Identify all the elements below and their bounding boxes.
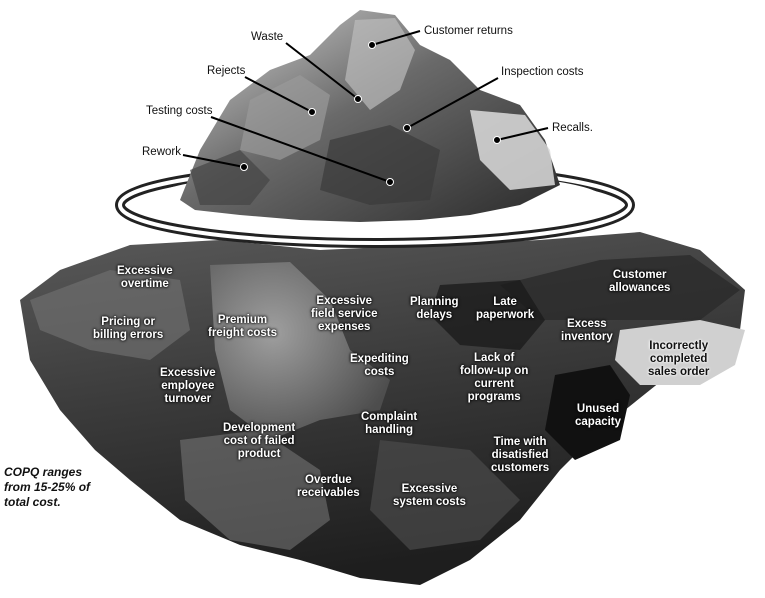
label-rejects: Rejects: [207, 65, 246, 77]
label-complaint-handling: Complaint handling: [361, 411, 418, 436]
label-failed-product-cost: Development cost of failed product: [223, 422, 296, 460]
label-lack-of-followup: Lack of follow-up on current programs: [460, 352, 529, 403]
label-inspection-costs: Inspection costs: [501, 66, 584, 78]
label-planning-delays: Planning delays: [410, 296, 459, 321]
label-waste: Waste: [251, 31, 284, 43]
label-incorrect-sales-order: Incorrectly completed sales order: [648, 340, 710, 378]
pointer-lines: [182, 30, 549, 183]
label-field-service-expenses: Excessive field service expenses: [311, 295, 378, 333]
label-dissatisfied-customers: Time with disatisfied customers: [491, 436, 550, 474]
label-excessive-system-costs: Excessive system costs: [393, 483, 466, 508]
label-late-paperwork: Late paperwork: [476, 296, 535, 321]
label-employee-turnover: Excessive employee turnover: [160, 367, 216, 405]
label-excessive-overtime: Excessive overtime: [117, 265, 173, 290]
label-unused-capacity: Unused capacity: [575, 403, 622, 428]
label-recalls: Recalls.: [552, 122, 593, 134]
copq-note: COPQ ranges from 15-25% of total cost.: [4, 465, 91, 509]
label-excess-inventory: Excess inventory: [561, 318, 613, 343]
label-pricing-billing-errors: Pricing or billing errors: [93, 316, 164, 341]
label-overdue-receivables: Overdue receivables: [297, 474, 360, 499]
label-testing-costs: Testing costs: [146, 105, 213, 117]
iceberg-peak: [180, 10, 560, 222]
pointer-dots: [240, 41, 501, 186]
label-rework: Rework: [142, 146, 181, 158]
label-premium-freight-costs: Premium freight costs: [208, 314, 278, 339]
label-customer-allowances: Customer allowances: [609, 269, 671, 294]
label-expediting-costs: Expediting costs: [350, 353, 409, 378]
label-customer-returns: Customer returns: [424, 25, 513, 37]
